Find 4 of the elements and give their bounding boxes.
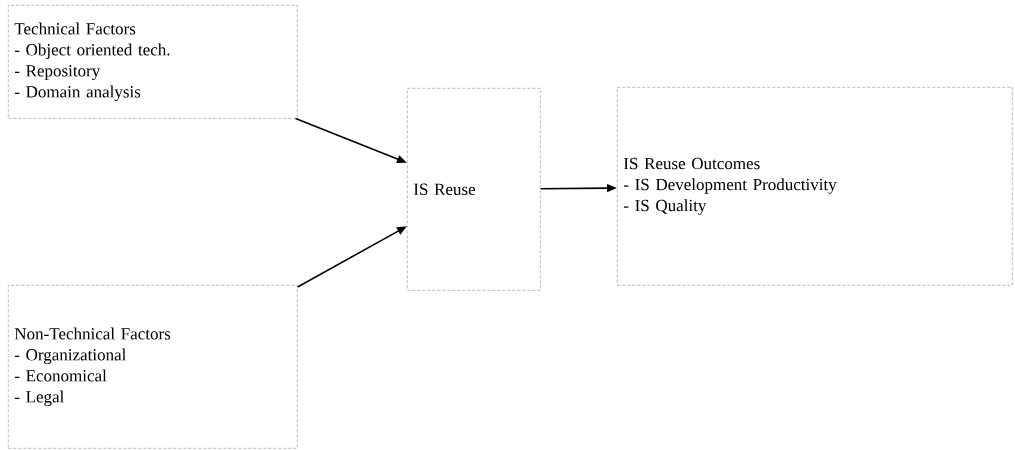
text-box: Non-Technical Factors - Organizational - Economical - Legal xyxy=(8,285,298,449)
text-box: IS Reuse Outcomes - IS Development Productivity - IS Quality xyxy=(617,87,1013,286)
text-box: Technical Factors - Object oriented tech. - Repository - Domain analysis xyxy=(8,5,298,119)
text-box: IS Reuse xyxy=(407,88,541,291)
